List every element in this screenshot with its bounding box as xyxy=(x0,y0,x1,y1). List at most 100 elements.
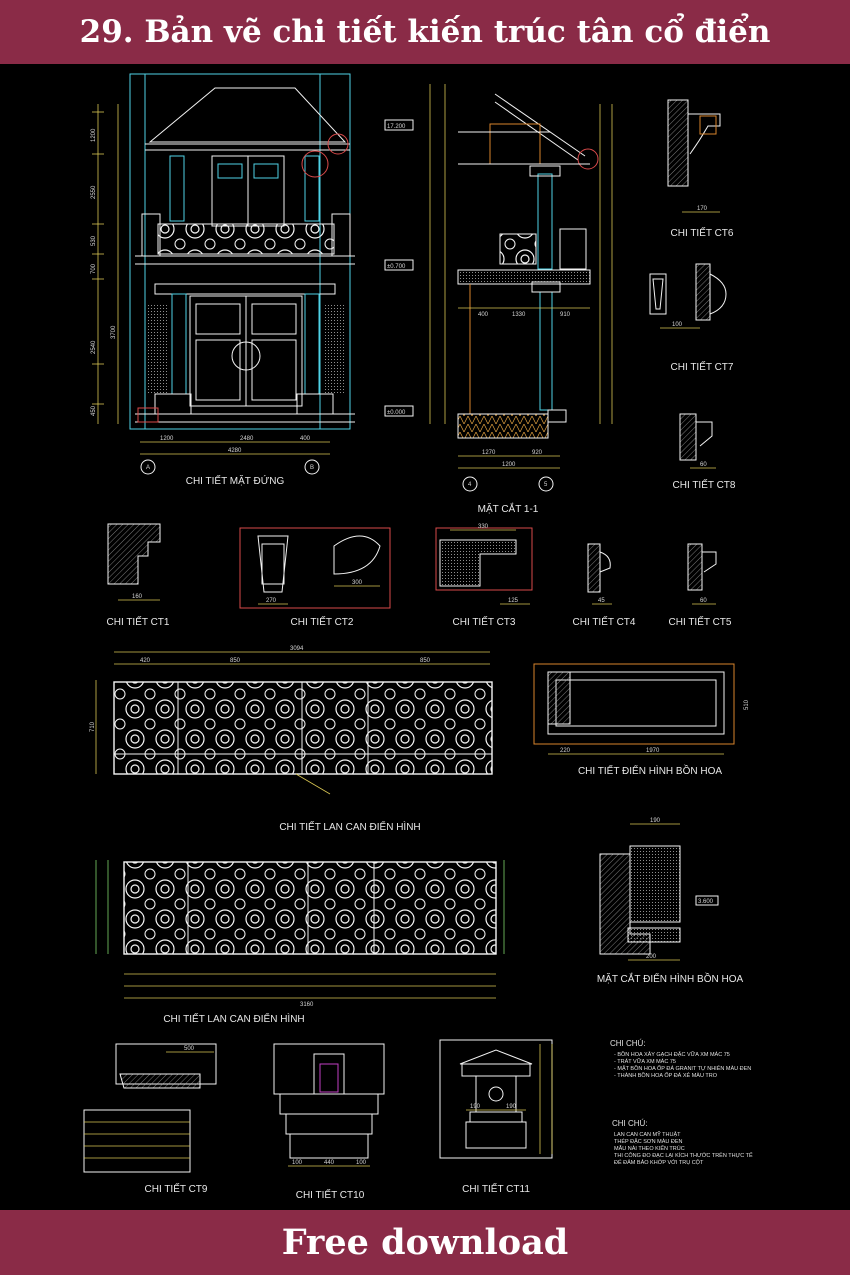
section-level-1: 17.200 xyxy=(387,124,406,130)
ct9-dim: 500 xyxy=(184,1046,195,1052)
ct3-dim-2: 125 xyxy=(508,598,519,604)
elevation-dim-total: 4280 xyxy=(228,448,242,454)
planter-section-dim-1: 190 xyxy=(650,818,661,824)
planter-section-detail: 190 200 3.600 MẶT CẮT ĐIỂN HÌNH BỒN HOA xyxy=(597,818,744,985)
ct8-caption: CHI TIẾT CT8 xyxy=(673,478,736,491)
ct11-dim-2: 190 xyxy=(506,1104,517,1110)
ct6-caption: CHI TIẾT CT6 xyxy=(671,226,734,239)
railing1-caption: CHI TIẾT LAN CAN ĐIỂN HÌNH xyxy=(279,820,420,833)
detail-ct8: 60 CHI TIẾT CT8 xyxy=(673,413,736,491)
notes-line-2-4: THI CÔNG ĐO ĐẠC LẠI KÍCH THƯỚC TRÊN THỰC… xyxy=(614,1151,753,1159)
planter-section-dim-2: 200 xyxy=(646,954,657,960)
detail-ct11: 190 190 CHI TIẾT CT11 xyxy=(439,1039,553,1195)
railing-detail-2: 3160 CHI TIẾT LAN CAN ĐIỂN HÌNH xyxy=(95,860,505,1025)
section-caption: MẶT CẮT 1-1 xyxy=(478,502,539,515)
planter-plan-dim-2: 1970 xyxy=(646,748,660,754)
ct5-dim: 60 xyxy=(700,598,707,604)
section-dim-bottom-2: 920 xyxy=(532,450,543,456)
ct10-dim-2: 440 xyxy=(324,1160,335,1166)
ct1-caption: CHI TIẾT CT1 xyxy=(107,615,170,628)
section-drawing: 17.200 ±0.700 ±0.000 400 1330 910 1270 9… xyxy=(384,84,613,515)
detail-ct9: 500 CHI TIẾT CT9 xyxy=(83,1043,217,1195)
notes-block: CHI CHÚ: - BỒN HOA XÂY GẠCH ĐẶC VỮA XM M… xyxy=(610,1039,753,1166)
railing1-dim-side: 710 xyxy=(90,721,96,732)
elevation-grid-b: B xyxy=(310,465,314,471)
elevation-dim-left-4: 700 xyxy=(91,263,97,274)
ct8-dim: 60 xyxy=(700,462,707,468)
ct2-dim-1: 270 xyxy=(266,598,277,604)
ct5-caption: CHI TIẾT CT5 xyxy=(669,615,732,628)
elevation-dim-bottom-3: 400 xyxy=(300,436,311,442)
section-grid-b: 5 xyxy=(544,482,548,488)
ct11-dim-1: 190 xyxy=(470,1104,481,1110)
planter-plan-detail: 220 1970 510 CHI TIẾT ĐIỂN HÌNH BỒN HOA xyxy=(533,663,750,777)
ct2-caption: CHI TIẾT CT2 xyxy=(291,615,354,628)
download-label[interactable]: Free download xyxy=(281,1222,569,1263)
notes-title-1: CHI CHÚ: xyxy=(610,1039,646,1048)
notes-line-2-5: ĐỂ ĐẢM BẢO KHỚP VỚI TRỤ CỘT xyxy=(614,1159,704,1166)
notes-line-2-1: LAN CAN CAN MỸ THUẬT xyxy=(614,1131,681,1138)
railing1-dim-top-2: 850 xyxy=(230,658,241,664)
railing1-dim-total: 3094 xyxy=(290,646,304,652)
ct7-dim: 100 xyxy=(672,322,683,328)
elevation-dim-left-2: 2550 xyxy=(91,185,97,199)
notes-line-1-1: - BỒN HOA XÂY GẠCH ĐẶC VỮA XM MÁC 75 xyxy=(614,1051,730,1058)
notes-line-1-4: - THÀNH BỒN HOA ỐP ĐÁ XẺ MÀU TRO xyxy=(614,1072,718,1079)
section-dim-mid-3: 910 xyxy=(560,312,571,318)
ct7-caption: CHI TIẾT CT7 xyxy=(671,360,734,373)
ct10-dim-1: 100 xyxy=(292,1160,303,1166)
ct4-dim: 45 xyxy=(598,598,605,604)
ct11-caption: CHI TIẾT CT11 xyxy=(462,1182,530,1195)
elevation-dim-left-1: 1200 xyxy=(91,128,97,142)
ct10-caption: CHI TIẾT CT10 xyxy=(296,1188,365,1201)
detail-ct4: 45 CHI TIẾT CT4 xyxy=(573,543,636,628)
section-grid-a: 4 xyxy=(468,482,472,488)
elevation-dim-left-5: 3700 xyxy=(111,325,117,339)
railing2-caption: CHI TIẾT LAN CAN ĐIỂN HÌNH xyxy=(163,1012,304,1025)
railing-detail-1: 3094 420 850 850 710 CHI TIẾT LAN CAN ĐI… xyxy=(90,646,493,833)
elevation-grid-a: A xyxy=(146,465,150,471)
elevation-caption: CHI TIẾT MẶT ĐỨNG xyxy=(186,474,285,487)
section-dim-mid-2: 1330 xyxy=(512,312,526,318)
section-level-2: ±0.700 xyxy=(387,264,406,270)
elevation-dim-left-6: 2540 xyxy=(91,340,97,354)
detail-ct3: 330 125 CHI TIẾT CT3 xyxy=(435,524,533,628)
planter-plan-dim-side: 510 xyxy=(744,699,750,710)
detail-ct7: 100 CHI TIẾT CT7 xyxy=(649,263,734,373)
planter-plan-caption: CHI TIẾT ĐIỂN HÌNH BỒN HOA xyxy=(578,764,722,777)
title-banner: 29. Bản vẽ chi tiết kiến trúc tân cổ điể… xyxy=(0,0,850,64)
detail-ct2: 270 300 CHI TIẾT CT2 xyxy=(239,527,391,628)
elevation-dim-left-3: 530 xyxy=(91,235,97,246)
planter-section-caption: MẶT CẮT ĐIỂN HÌNH BỒN HOA xyxy=(597,972,744,985)
elevation-dim-bottom-2: 2480 xyxy=(240,436,254,442)
ct9-caption: CHI TIẾT CT9 xyxy=(145,1182,208,1195)
section-level-3: ±0.000 xyxy=(387,410,406,416)
elevation-dim-left-7: 450 xyxy=(91,405,97,416)
page-title: 29. Bản vẽ chi tiết kiến trúc tân cổ điể… xyxy=(79,14,771,50)
notes-line-1-2: - TRÁT VỮA XM MÁC 75 xyxy=(614,1058,676,1065)
detail-ct10: 100 440 100 CHI TIẾT CT10 xyxy=(273,1043,385,1201)
notes-line-1-3: - MẶT BỒN HOA ỐP ĐÁ GRANIT TỰ NHIÊN MÀU … xyxy=(614,1064,751,1072)
ct4-caption: CHI TIẾT CT4 xyxy=(573,615,636,628)
detail-ct5: 60 CHI TIẾT CT5 xyxy=(669,543,732,628)
section-dim-bottom-1: 1270 xyxy=(482,450,496,456)
detail-ct6: 170 CHI TIẾT CT6 xyxy=(667,99,734,239)
ct3-caption: CHI TIẾT CT3 xyxy=(453,615,516,628)
planter-section-level: 3.600 xyxy=(698,899,714,905)
detail-ct1: 160 CHI TIẾT CT1 xyxy=(107,523,170,628)
planter-plan-dim-1: 220 xyxy=(560,748,571,754)
notes-title-2: CHI CHÚ: xyxy=(612,1119,648,1128)
railing1-dim-top-3: 850 xyxy=(420,658,431,664)
cad-drawing-sheet: 1200 2550 530 700 3700 2540 450 xyxy=(83,73,753,1201)
ct10-dim-3: 100 xyxy=(356,1160,367,1166)
railing1-dim-top-1: 420 xyxy=(140,658,151,664)
ct6-dim: 170 xyxy=(697,206,708,212)
elevation-drawing: 1200 2550 530 700 3700 2540 450 xyxy=(91,73,355,487)
section-dim-mid-1: 400 xyxy=(478,312,489,318)
elevation-dim-bottom-1: 1200 xyxy=(160,436,174,442)
download-banner[interactable]: Free download xyxy=(0,1210,850,1275)
ct3-dim-1: 330 xyxy=(478,524,489,530)
notes-line-2-3: MẪU NÀI THEO KIẾN TRÚC xyxy=(614,1145,685,1152)
ct1-dim: 160 xyxy=(132,594,143,600)
railing2-dim-total: 3160 xyxy=(300,1002,314,1008)
